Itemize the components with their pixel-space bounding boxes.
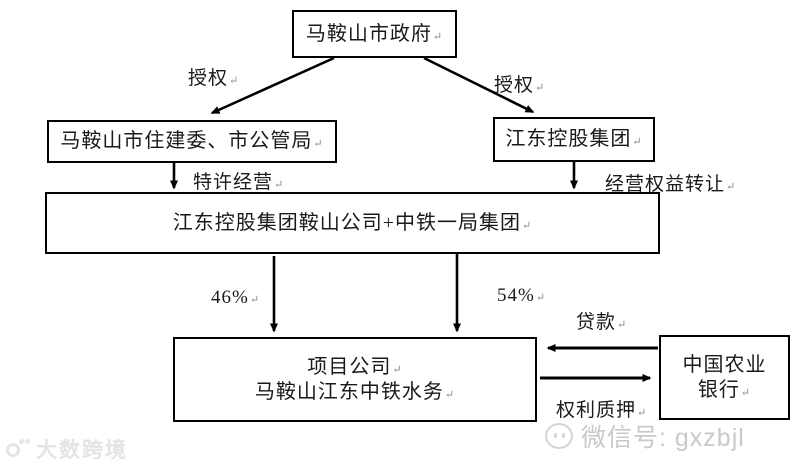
edge-label-share-54: 54%↵: [497, 285, 547, 306]
node-housing-bureau-label: 马鞍山市住建委、市公管局: [60, 130, 313, 152]
wechat-id-text: 微信号: gxzbjl: [581, 424, 745, 452]
edge-label-loan: 贷款↵: [576, 312, 628, 333]
brand-watermark: 大数跨境: [6, 434, 128, 464]
node-government-label: 马鞍山市政府: [305, 22, 432, 45]
node-project-company-line2: 马鞍山江东中铁水务: [254, 380, 444, 403]
edge-label-pledge: 权利质押↵: [556, 400, 648, 421]
paragraph-mark: ↵: [313, 138, 324, 150]
node-consortium-label: 江东控股集团鞍山公司+中铁一局集团: [172, 211, 522, 234]
paragraph-mark: ↵: [444, 388, 456, 401]
paragraph-mark: ↵: [740, 386, 752, 399]
paragraph-mark: ↵: [522, 219, 533, 232]
node-jiangdong-holding-label: 江东控股集团: [505, 128, 632, 150]
node-jiangdong-holding: 江东控股集团↵: [493, 117, 655, 162]
edge-label-share-46: 46%↵: [211, 287, 261, 308]
paragraph-mark: ↵: [632, 136, 643, 148]
node-housing-bureau: 马鞍山市住建委、市公管局↵: [47, 120, 337, 163]
edge-label-franchise: 特许经营↵: [193, 172, 285, 193]
node-project-company: 项目公司↵ 马鞍山江东中铁水务↵: [173, 337, 537, 422]
wechat-face-icon: [545, 423, 573, 449]
edge-label-rights-transfer: 经营权益转让↵: [605, 174, 737, 195]
node-bank-line1: 中国农业: [682, 353, 767, 376]
wechat-watermark: 微信号: gxzbjl: [545, 418, 745, 454]
brand-logo-icon: [6, 437, 30, 461]
node-bank: 中国农业 银行↵: [659, 335, 790, 420]
paragraph-mark: ↵: [432, 30, 444, 43]
edge-label-authorize-right: 授权↵: [494, 75, 546, 96]
node-government: 马鞍山市政府↵: [292, 10, 457, 58]
node-project-company-line1: 项目公司: [307, 355, 392, 378]
edge-label-authorize-left: 授权↵: [188, 68, 240, 89]
node-bank-line2: 银行: [697, 378, 740, 401]
brand-watermark-text: 大数跨境: [36, 439, 128, 462]
paragraph-mark: ↵: [392, 363, 403, 376]
node-consortium: 江东控股集团鞍山公司+中铁一局集团↵: [45, 192, 660, 254]
